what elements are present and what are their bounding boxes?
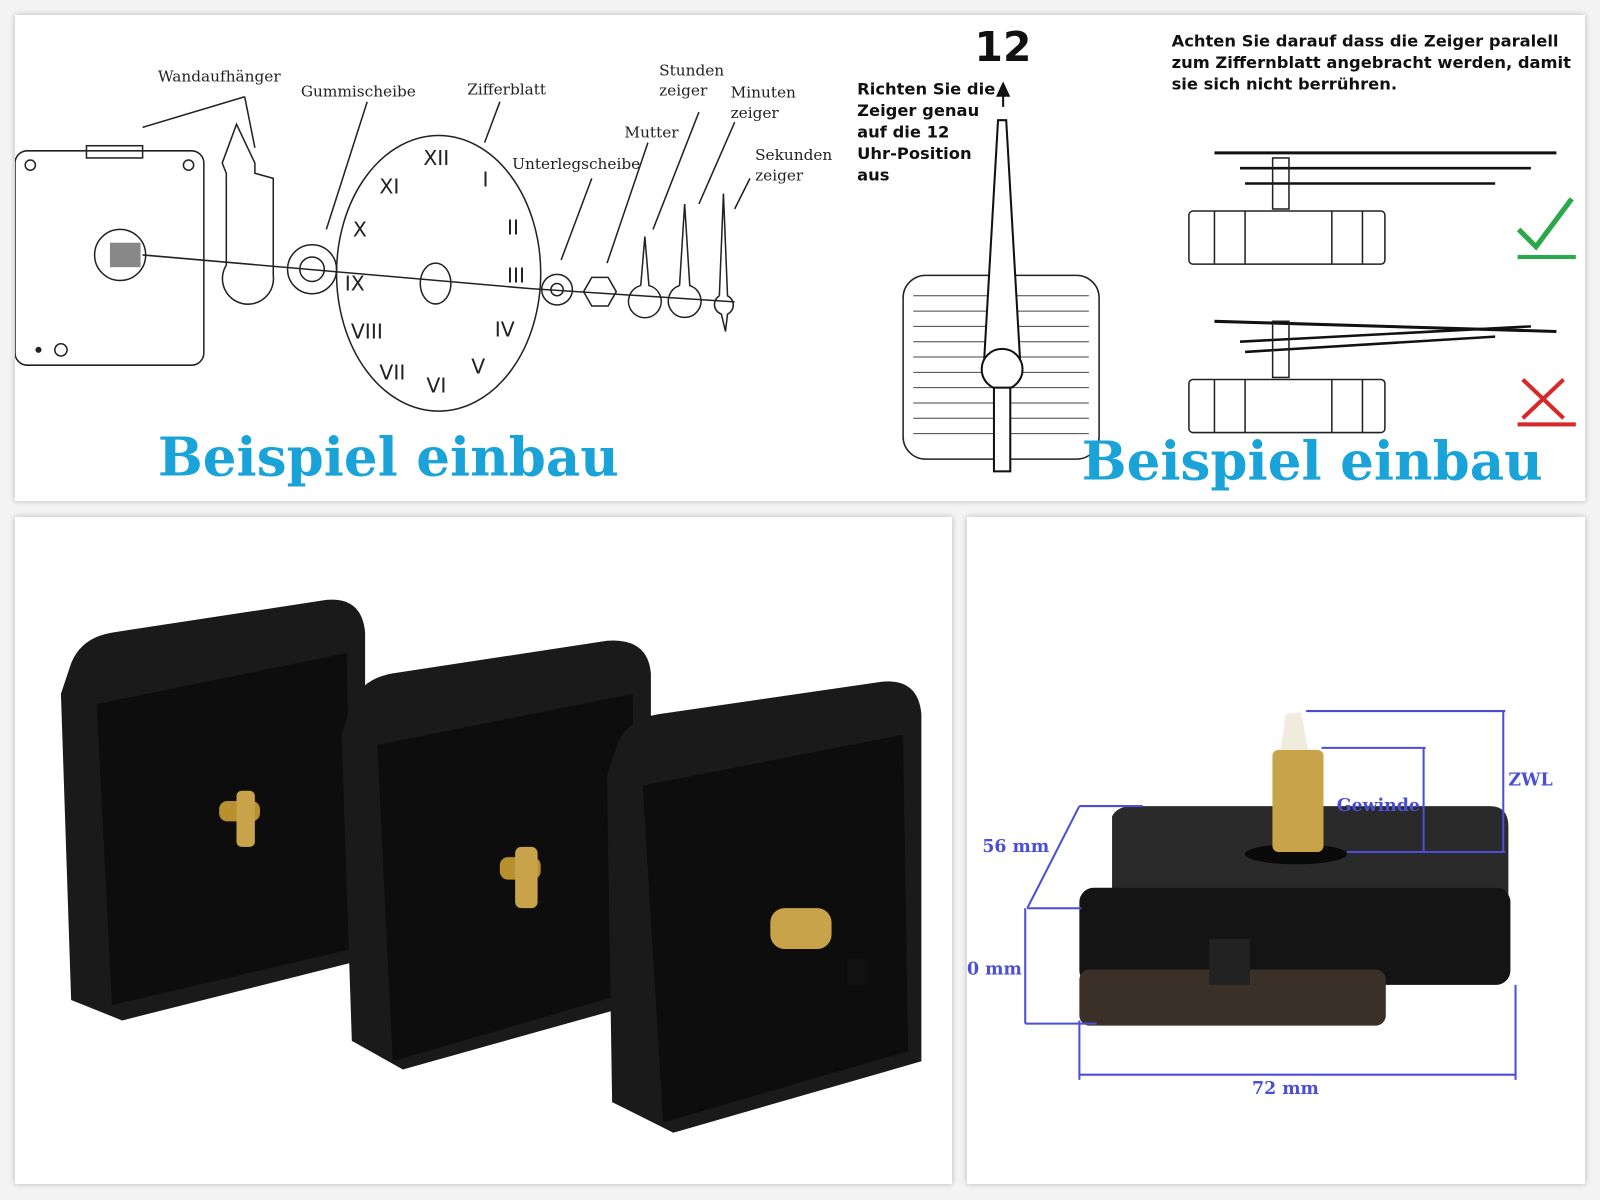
label-washer: Unterlegscheibe: [512, 155, 640, 173]
checkmark-icon: [1516, 197, 1576, 260]
movement-drawing: [15, 144, 205, 366]
clock-movement: [607, 681, 922, 1133]
numeral: II: [507, 216, 519, 240]
aligned-movement-drawing: [902, 119, 1100, 473]
parallel-note-line: Achten Sie darauf dass die Zeiger parale…: [1172, 32, 1559, 51]
dimensions-photo: ZWL Gewinde 56 mm 0 mm 72 mm: [967, 710, 1553, 1099]
numeral: V: [471, 354, 485, 378]
parallel-note-line: sie sich nicht berrühren.: [1172, 75, 1397, 94]
cross-icon: [1517, 377, 1576, 427]
parallel-note-line: zum Ziffernblatt angebracht werden, dami…: [1172, 53, 1572, 72]
numeral: IV: [495, 318, 515, 342]
numeral: XII: [423, 146, 449, 170]
wrong-hands-drawing: [1188, 319, 1557, 434]
numeral: III: [507, 263, 525, 287]
label-nut: Mutter: [624, 124, 679, 142]
instruction-line: auf die 12: [857, 123, 949, 142]
shaft-length-label: ZWL: [1508, 771, 1552, 791]
assembly-title: Beispiel einbau: [158, 425, 619, 488]
label-rubber-washer: Gummischeibe: [301, 83, 416, 101]
label-second-hand: Sekunden: [755, 146, 832, 164]
numeral: X: [353, 218, 367, 242]
product-photo-panel: [15, 517, 952, 1184]
label-second-hand: zeiger: [755, 166, 804, 184]
numeral: IX: [345, 272, 365, 296]
clock-movement: [1079, 712, 1511, 1026]
installation-diagram: XII I II III IV V VI VII VIII IX X XI Wa…: [15, 23, 1576, 493]
numeral: VI: [426, 374, 446, 398]
instruction-line: aus: [857, 165, 889, 184]
clock-movement: [60, 599, 366, 1021]
dial-drawing: [335, 134, 542, 412]
dimension-lines: [1024, 710, 1517, 1080]
instruction-line: Zeiger genau: [857, 101, 979, 120]
label-wall-hanger: Wandaufhänger: [158, 67, 281, 85]
label-minute-hand: zeiger: [731, 104, 780, 122]
dimensions-panel: ZWL Gewinde 56 mm 0 mm 72 mm: [967, 517, 1585, 1184]
numeral: XI: [379, 175, 399, 199]
numeral: VII: [379, 360, 405, 384]
twelve-label: 12: [975, 23, 1032, 71]
height-label: 0 mm: [967, 960, 1022, 980]
width-label: 72 mm: [1252, 1079, 1319, 1099]
arrow-up-icon: [995, 81, 1011, 107]
numeral: VIII: [351, 320, 383, 344]
wall-hanger-drawing: [221, 122, 275, 305]
instruction-line: Uhr-Position: [857, 144, 971, 163]
label-dial: Zifferblatt: [467, 81, 547, 99]
alignment-title: Beispiel einbau: [1082, 430, 1543, 493]
thread-label: Gewinde: [1337, 796, 1420, 816]
installation-diagram-panel: XII I II III IV V VI VII VIII IX X XI Wa…: [15, 15, 1585, 501]
depth-label: 56 mm: [982, 837, 1049, 857]
numeral: I: [483, 168, 489, 192]
instruction-line: Richten Sie die: [857, 80, 995, 99]
clock-movement: [341, 640, 651, 1070]
label-minute-hand: Minuten: [731, 84, 796, 102]
label-hour-hand: Stunden: [659, 61, 724, 79]
correct-hands-drawing: [1188, 151, 1557, 265]
label-hour-hand: zeiger: [659, 82, 708, 100]
three-movements-photo: [60, 599, 922, 1133]
